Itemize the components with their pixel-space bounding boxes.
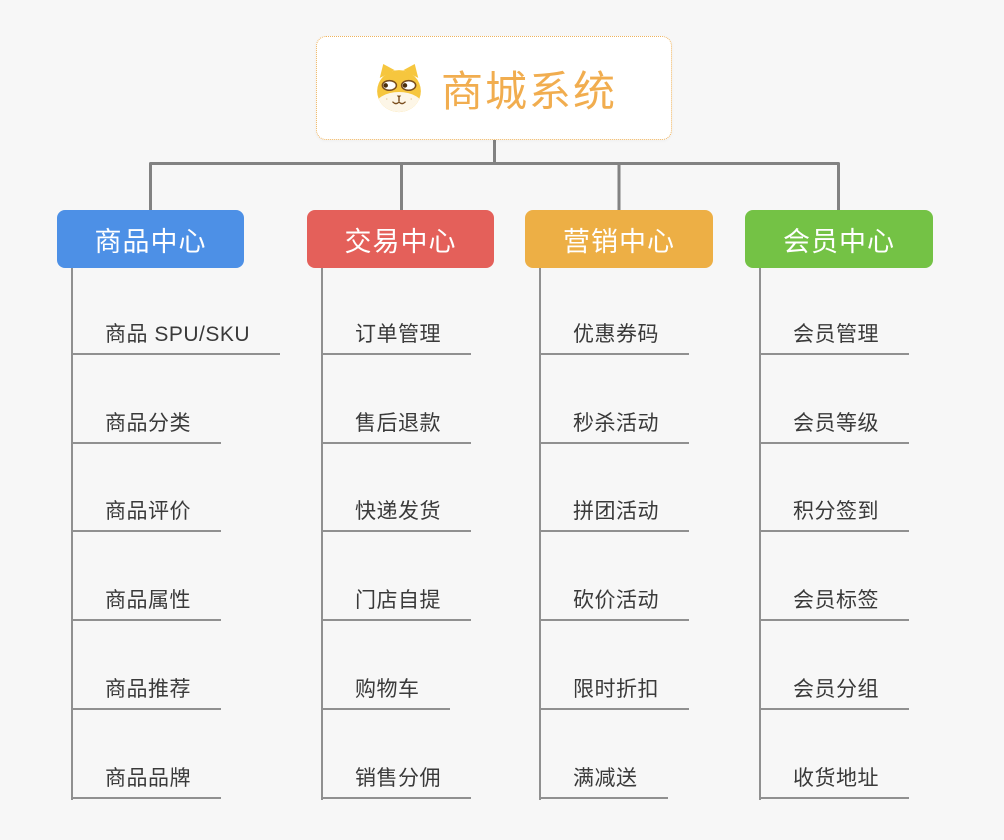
branch-node-trade-center[interactable]: 交易中心 xyxy=(307,210,494,268)
branch-label: 交易中心 xyxy=(344,226,457,257)
branch-node-marketing-center[interactable]: 营销中心 xyxy=(525,210,713,268)
leaf-node[interactable]: 订单管理 xyxy=(322,324,471,355)
leaf-node[interactable]: 购物车 xyxy=(322,679,450,710)
leaf-node[interactable]: 商品推荐 xyxy=(72,679,221,710)
leaf-node[interactable]: 销售分佣 xyxy=(322,768,471,799)
leaf-node[interactable]: 快递发货 xyxy=(322,501,471,532)
leaf-node[interactable]: 售后退款 xyxy=(322,413,471,444)
leaf-node[interactable]: 商品品牌 xyxy=(72,768,221,799)
root-branch-connector xyxy=(149,140,840,210)
branch-label: 会员中心 xyxy=(783,226,895,257)
branch-label: 营销中心 xyxy=(563,226,675,257)
leaf-node[interactable]: 收货地址 xyxy=(760,768,909,799)
shiba-dog-face-icon xyxy=(377,63,421,112)
leaf-node[interactable]: 积分签到 xyxy=(760,501,909,532)
leaf-node[interactable]: 会员管理 xyxy=(760,324,909,355)
root-title: 商城系统 xyxy=(440,67,617,115)
branch-node-product-center[interactable]: 商品中心 xyxy=(57,210,244,268)
root-node[interactable]: 商城系统 xyxy=(316,36,672,140)
leaf-node[interactable]: 商品 SPU/SKU xyxy=(72,324,281,355)
leaf-node[interactable]: 会员等级 xyxy=(760,413,909,444)
leaf-node[interactable]: 商品分类 xyxy=(72,413,221,444)
leaf-node[interactable]: 秒杀活动 xyxy=(540,413,689,444)
leaf-node[interactable]: 门店自提 xyxy=(322,590,471,621)
leaf-node[interactable]: 会员分组 xyxy=(760,679,909,710)
branch-label: 商品中心 xyxy=(94,226,207,257)
leaf-node[interactable]: 商品评价 xyxy=(72,501,221,532)
leaf-node[interactable]: 优惠券码 xyxy=(540,324,689,355)
leaf-node[interactable]: 砍价活动 xyxy=(540,590,689,621)
leaf-node[interactable]: 会员标签 xyxy=(760,590,909,621)
leaf-node[interactable]: 商品属性 xyxy=(72,590,221,621)
leaf-node[interactable]: 限时折扣 xyxy=(540,679,689,710)
leaf-node[interactable]: 拼团活动 xyxy=(540,501,689,532)
leaf-node[interactable]: 满减送 xyxy=(540,768,668,799)
branch-node-member-center[interactable]: 会员中心 xyxy=(745,210,933,268)
